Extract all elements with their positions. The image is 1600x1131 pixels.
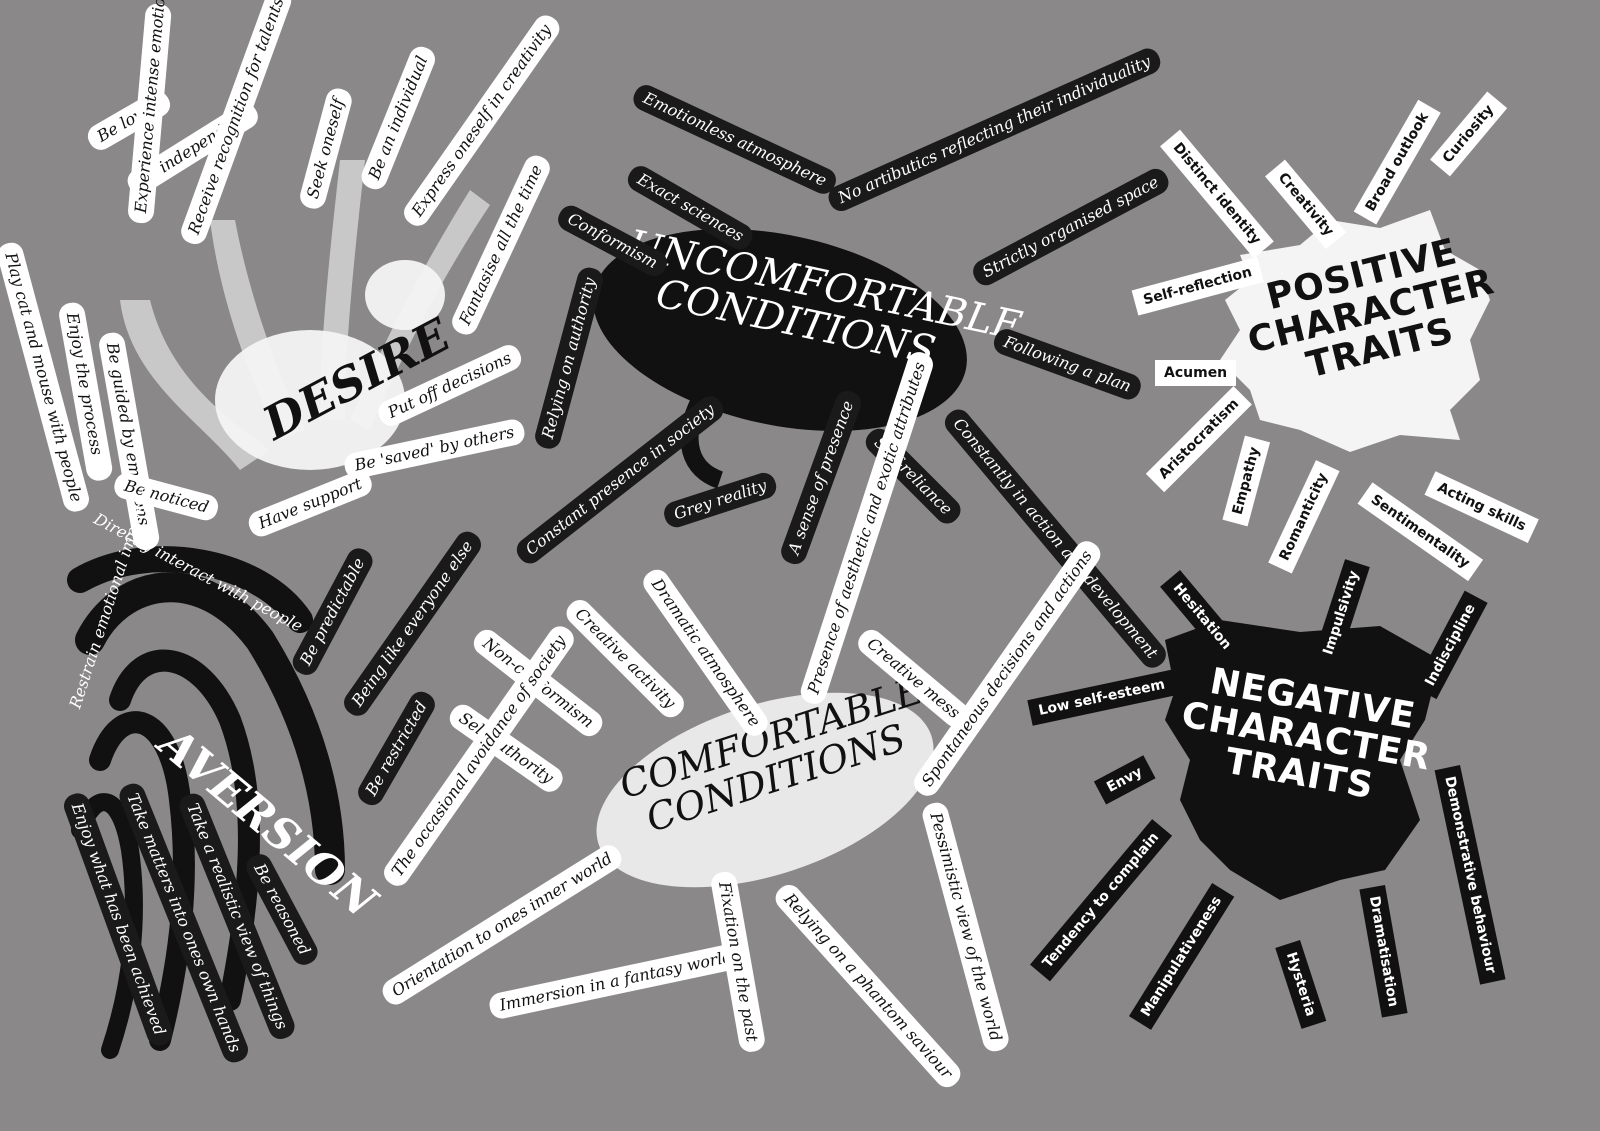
positive-torn-paper <box>1220 210 1490 452</box>
positive-item: Acumen <box>1155 360 1237 386</box>
desire-brush-burst <box>120 160 490 470</box>
comfortable-scribble <box>596 692 934 888</box>
negative-torn-paper <box>1165 620 1440 900</box>
